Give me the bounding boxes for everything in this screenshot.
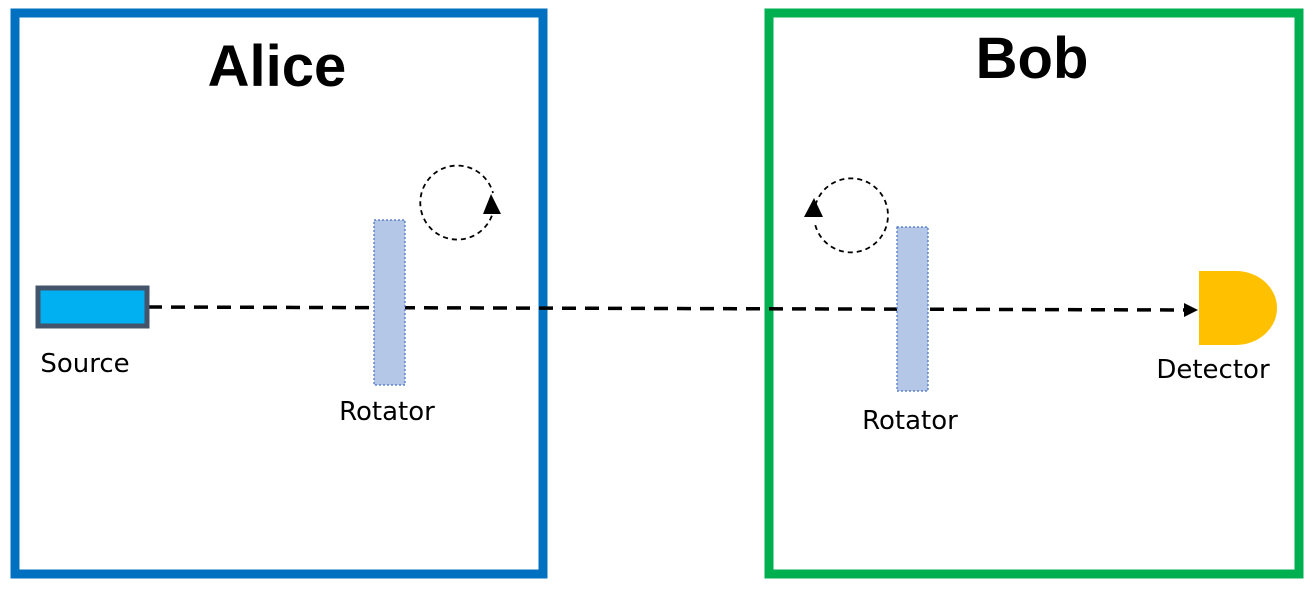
- rotate-counterclockwise-icon: [804, 177, 889, 254]
- bob-rotator-label: Rotator: [862, 406, 958, 436]
- source-component: Source: [35, 285, 150, 379]
- source-label: Source: [40, 349, 129, 379]
- beam-line: [147, 305, 1187, 312]
- beam-arrowhead-icon: [1184, 303, 1198, 317]
- rotate-clockwise-icon: [419, 164, 501, 241]
- alice-rotator-component: Rotator: [339, 164, 501, 427]
- bob-rotator-plate: [896, 226, 929, 392]
- beam-path: [147, 303, 1198, 317]
- bob-rotator-component: Rotator: [804, 177, 958, 436]
- detector-icon: [1199, 271, 1277, 345]
- bob-panel: Bob: [764, 8, 1304, 579]
- source-box: [35, 285, 150, 329]
- alice-title: Alice: [208, 34, 347, 99]
- alice-panel: Alice: [10, 8, 548, 579]
- detector-label: Detector: [1156, 355, 1270, 385]
- alice-rotator-label: Rotator: [339, 397, 435, 427]
- alice-rotator-plate: [373, 219, 406, 386]
- detector-component: Detector: [1156, 271, 1277, 385]
- bob-box-border: [764, 8, 1304, 579]
- alice-box-border: [10, 8, 548, 579]
- bob-title: Bob: [976, 26, 1089, 91]
